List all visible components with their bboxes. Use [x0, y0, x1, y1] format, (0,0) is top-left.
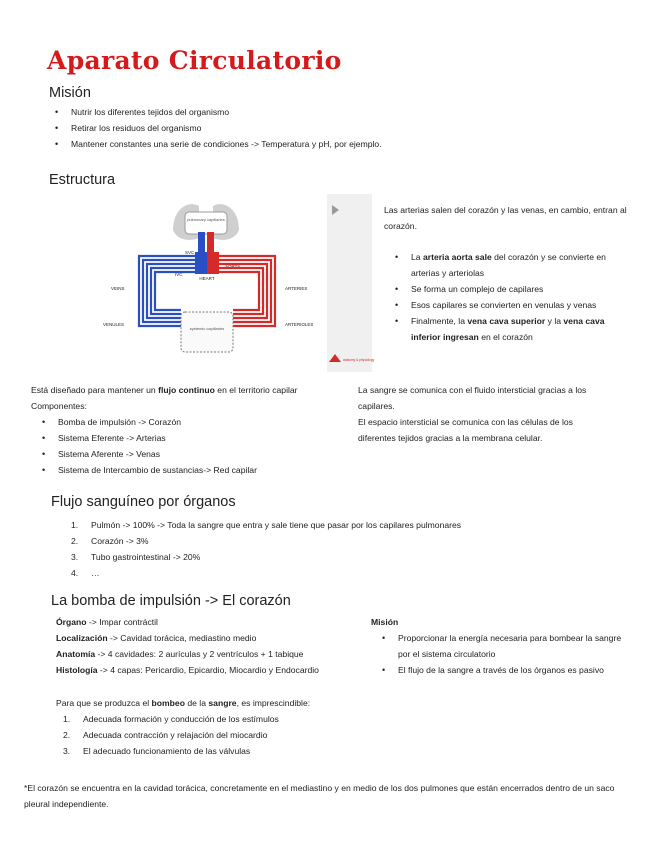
list-item: Nutrir los diferentes tejidos del organi…	[51, 104, 571, 120]
componentes-list: Bomba de impulsión -> Corazón Sistema Ef…	[38, 414, 338, 478]
arteries-lines	[219, 254, 277, 328]
right-list: La arteria aorta sale del corazón y se c…	[391, 249, 636, 345]
brand-logo-icon	[329, 354, 341, 362]
sangre-text-1: La sangre se comunica con el fluido inte…	[358, 385, 587, 411]
page-title: Aparato Circulatorio	[47, 46, 342, 75]
corazon-props: Órgano -> Impar contráctil Localización …	[56, 614, 366, 678]
heart-left-side	[207, 252, 219, 274]
flujo-list: 1.Pulmón -> 100% -> Toda la sangre que e…	[71, 517, 571, 581]
list-item: Sistema Aferente -> Venas	[38, 446, 338, 462]
mision2-heading: Misión	[371, 617, 399, 627]
brand-label: anatomy & physiology	[343, 358, 375, 362]
systemic-capillaries-box	[180, 311, 234, 353]
list-item: Retirar los residuos del organismo	[51, 120, 571, 136]
ivc-label: IVC	[175, 272, 183, 277]
mision-heading: Misión	[49, 85, 91, 101]
footnote: *El corazón se encuentra en la cavidad t…	[24, 783, 615, 809]
veins-lines	[137, 254, 195, 328]
play-icon	[332, 205, 339, 215]
diagram-side-panel	[327, 194, 372, 372]
list-item: 1.Pulmón -> 100% -> Toda la sangre que e…	[71, 520, 462, 530]
flujo-heading: Flujo sanguíneo por órganos	[51, 494, 236, 510]
prop-row: Localización -> Cavidad torácica, medias…	[56, 633, 257, 643]
bombeo-text: Para que se produzca el bombeo de la san…	[56, 698, 311, 708]
veins-label: VEINS	[111, 286, 125, 291]
list-item: Finalmente, la vena cava superior y la v…	[391, 313, 636, 345]
list-item: Sistema de Intercambio de sustancias-> R…	[38, 462, 338, 478]
diseno-text: Está diseñado para mantener un flujo con…	[31, 385, 298, 395]
list-item: 3.Tubo gastrointestinal -> 20%	[71, 552, 201, 562]
list-item: Bomba de impulsión -> Corazón	[38, 414, 338, 430]
list-item: Sistema Eferente -> Arterias	[38, 430, 338, 446]
bomba-heading: La bomba de impulsión -> El corazón	[51, 593, 291, 609]
arterioles-label: ARTERIOLES	[285, 322, 313, 327]
aorta-label: AORTA	[225, 264, 240, 269]
list-item: 3.El adecuado funcionamiento de las válv…	[63, 746, 251, 756]
prop-row: Histología -> 4 capas: Pericardio, Epica…	[56, 665, 319, 675]
right-intro: Las arterias salen del corazón y las ven…	[384, 205, 627, 231]
list-item: La arteria aorta sale del corazón y se c…	[391, 249, 636, 281]
list-item: Esos capilares se convierten en venulas …	[391, 297, 636, 313]
sangre-text-2: El espacio intersticial se comunica con …	[358, 417, 573, 443]
bombeo-list: 1.Adecuada formación y conducción de los…	[63, 711, 463, 759]
list-item: Se forma un complejo de capilares	[391, 281, 636, 297]
estructura-heading: Estructura	[49, 172, 116, 188]
list-item: 1.Adecuada formación y conducción de los…	[63, 714, 279, 724]
list-item: 4.…	[71, 568, 100, 578]
heart-right-side	[195, 252, 207, 274]
heart-label: HEART	[199, 276, 214, 281]
componentes-label: Componentes:	[31, 401, 87, 411]
list-item: Proporcionar la energía necesaria para b…	[378, 630, 628, 662]
list-item: El flujo de la sangre a través de los ór…	[378, 662, 628, 678]
mision2-list: Proporcionar la energía necesaria para b…	[378, 630, 628, 678]
prop-row: Órgano -> Impar contráctil	[56, 617, 158, 627]
list-item: 2.Corazón -> 3%	[71, 536, 149, 546]
list-item: Mantener constantes una serie de condici…	[51, 136, 571, 152]
mision-list: Nutrir los diferentes tejidos del organi…	[51, 104, 571, 152]
circulation-diagram: pulmonary capillaries HEART SVC IVC AORT…	[103, 204, 375, 362]
list-item: 2.Adecuada contracción y relajación del …	[63, 730, 268, 740]
prop-row: Anatomía -> 4 cavidades: 2 aurículas y 2…	[56, 649, 304, 659]
systemic-label: systemic capillaries	[190, 326, 224, 331]
svc-label: SVC	[185, 250, 195, 255]
venules-label: VENULES	[103, 322, 124, 327]
arteries-label: ARTERIES	[285, 286, 307, 291]
lungs-label: pulmonary capillaries	[187, 217, 225, 222]
